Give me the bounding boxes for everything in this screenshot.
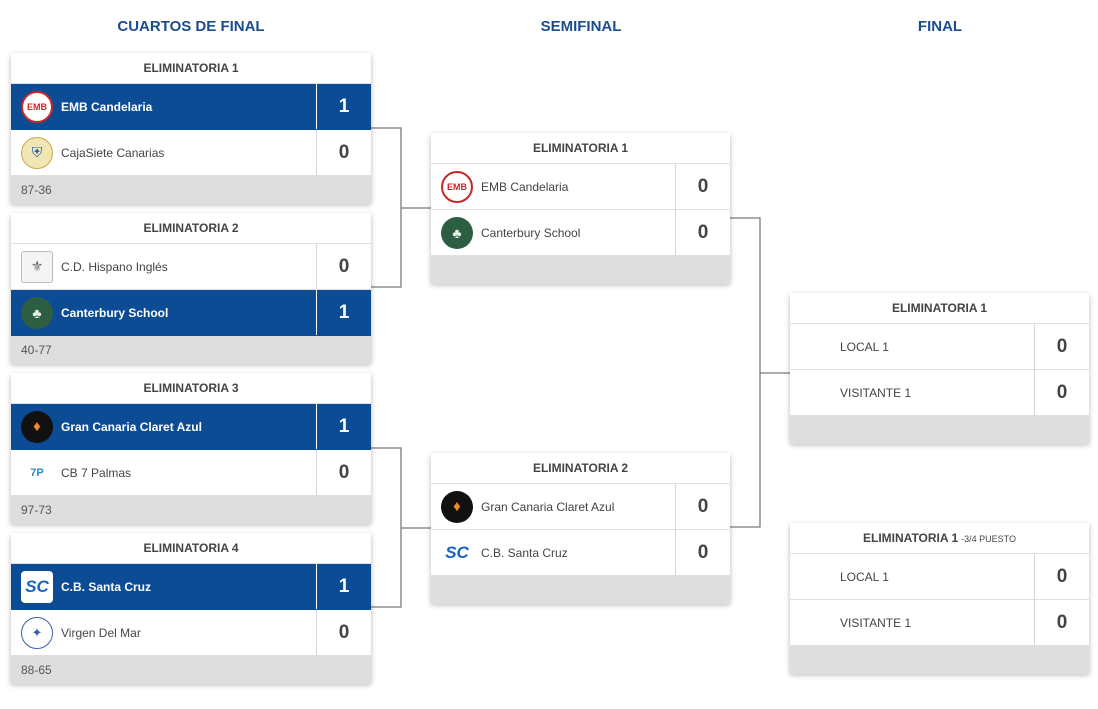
qf-match-4[interactable]: ELIMINATORIA 4 SC C.B. Santa Cruz 1 ✦ Vi… (11, 533, 371, 684)
match-title: ELIMINATORIA 4 (11, 533, 371, 564)
third-place-match[interactable]: ELIMINATORIA 1-3/4 PUESTO LOCAL 1 0 VISI… (790, 523, 1089, 674)
match-result: 40-77 (11, 336, 371, 364)
team-row[interactable]: LOCAL 1 0 (790, 554, 1089, 600)
team-score: 0 (675, 210, 730, 255)
qf-match-1[interactable]: ELIMINATORIA 1 EMB EMB Candelaria 1 ⛨ Ca… (11, 53, 371, 204)
team-name: CB 7 Palmas (61, 465, 132, 480)
cajasiete-canarias-logo-icon: ⛨ (21, 136, 53, 169)
team-score: 0 (316, 610, 371, 655)
team-name: C.B. Santa Cruz (61, 579, 152, 594)
sf-match-2[interactable]: ELIMINATORIA 2 ♦ Gran Canaria Claret Azu… (431, 453, 730, 604)
team-row[interactable]: ✦ Virgen Del Mar 0 (11, 610, 371, 656)
match-result (790, 646, 1089, 674)
team-score: 0 (1034, 554, 1089, 599)
team-row[interactable]: VISITANTE 1 0 (790, 600, 1089, 646)
team-score: 0 (316, 450, 371, 495)
team-score: 1 (316, 290, 371, 335)
team-row[interactable]: VISITANTE 1 0 (790, 370, 1089, 416)
team-row[interactable]: ♦ Gran Canaria Claret Azul 1 (11, 404, 371, 450)
emb-candelaria-logo-icon: EMB (441, 170, 473, 203)
hispano-ingles-logo-icon: ⚜ (21, 250, 53, 283)
sf-match-1[interactable]: ELIMINATORIA 1 EMB EMB Candelaria 0 ♣ Ca… (431, 133, 730, 284)
match-result: 97-73 (11, 496, 371, 524)
emb-candelaria-logo-icon: EMB (21, 90, 53, 123)
team-score: 0 (316, 130, 371, 175)
team-row[interactable]: ⚜ C.D. Hispano Inglés 0 (11, 244, 371, 290)
team-score: 0 (316, 244, 371, 289)
claret-azul-logo-icon: ♦ (441, 490, 473, 523)
team-name: VISITANTE 1 (840, 615, 912, 630)
match-title: ELIMINATORIA 1 (11, 53, 371, 84)
match-result (431, 576, 730, 604)
round-title-final: FINAL (917, 18, 963, 35)
round-title-semifinal: SEMIFINAL (540, 18, 622, 35)
santa-cruz-logo-icon: SC (441, 536, 473, 569)
cb-7-palmas-logo-icon: 7P (21, 456, 53, 489)
virgen-del-mar-logo-icon: ✦ (21, 616, 53, 649)
team-score: 0 (675, 484, 730, 529)
qf-match-2[interactable]: ELIMINATORIA 2 ⚜ C.D. Hispano Inglés 0 ♣… (11, 213, 371, 364)
match-title: ELIMINATORIA 1 (790, 293, 1089, 324)
team-row[interactable]: 7P CB 7 Palmas 0 (11, 450, 371, 496)
match-title: ELIMINATORIA 2 (431, 453, 730, 484)
team-row[interactable]: ♣ Canterbury School 0 (431, 210, 730, 256)
connector-sf1-sf2 (730, 217, 761, 528)
claret-azul-logo-icon: ♦ (21, 410, 53, 443)
team-name: EMB Candelaria (481, 179, 569, 194)
team-name: C.B. Santa Cruz (481, 545, 568, 560)
team-score: 0 (675, 530, 730, 575)
team-name: EMB Candelaria (61, 99, 153, 114)
match-title: ELIMINATORIA 1 (431, 133, 730, 164)
team-name: LOCAL 1 (840, 569, 889, 584)
team-score: 1 (316, 84, 371, 129)
team-row[interactable]: ♣ Canterbury School 1 (11, 290, 371, 336)
team-row[interactable]: ⛨ CajaSiete Canarias 0 (11, 130, 371, 176)
team-name: Gran Canaria Claret Azul (61, 419, 202, 434)
team-row[interactable]: EMB EMB Candelaria 0 (431, 164, 730, 210)
santa-cruz-logo-icon: SC (21, 570, 53, 603)
team-row[interactable]: ♦ Gran Canaria Claret Azul 0 (431, 484, 730, 530)
match-result (790, 416, 1089, 444)
match-result (431, 256, 730, 284)
team-name: Canterbury School (481, 225, 581, 240)
canterbury-school-logo-icon: ♣ (441, 216, 473, 249)
team-name: LOCAL 1 (840, 339, 889, 354)
canterbury-school-logo-icon: ♣ (21, 296, 53, 329)
match-result: 88-65 (11, 656, 371, 684)
match-title: ELIMINATORIA 3 (11, 373, 371, 404)
match-result: 87-36 (11, 176, 371, 204)
connector-qf3-qf4 (371, 447, 402, 608)
team-score: 0 (675, 164, 730, 209)
team-name: Gran Canaria Claret Azul (481, 499, 615, 514)
team-score: 0 (1034, 600, 1089, 645)
team-name: CajaSiete Canarias (61, 145, 165, 160)
connector-qf1-qf2 (371, 127, 402, 288)
team-row[interactable]: LOCAL 1 0 (790, 324, 1089, 370)
match-title: ELIMINATORIA 2 (11, 213, 371, 244)
team-name: Virgen Del Mar (61, 625, 141, 640)
team-name: Canterbury School (61, 305, 169, 320)
match-subtitle: -3/4 PUESTO (961, 534, 1016, 544)
team-row[interactable]: SC C.B. Santa Cruz 0 (431, 530, 730, 576)
final-match[interactable]: ELIMINATORIA 1 LOCAL 1 0 VISITANTE 1 0 (790, 293, 1089, 444)
team-row[interactable]: EMB EMB Candelaria 1 (11, 84, 371, 130)
team-name: VISITANTE 1 (840, 385, 912, 400)
round-title-quarterfinals: CUARTOS DE FINAL (117, 18, 265, 35)
match-title: ELIMINATORIA 1-3/4 PUESTO (790, 523, 1089, 554)
match-title-text: ELIMINATORIA 1 (863, 531, 959, 545)
team-row[interactable]: SC C.B. Santa Cruz 1 (11, 564, 371, 610)
team-score: 0 (1034, 324, 1089, 369)
team-score: 1 (316, 564, 371, 609)
team-score: 1 (316, 404, 371, 449)
team-name: C.D. Hispano Inglés (61, 259, 168, 274)
team-score: 0 (1034, 370, 1089, 415)
qf-match-3[interactable]: ELIMINATORIA 3 ♦ Gran Canaria Claret Azu… (11, 373, 371, 524)
